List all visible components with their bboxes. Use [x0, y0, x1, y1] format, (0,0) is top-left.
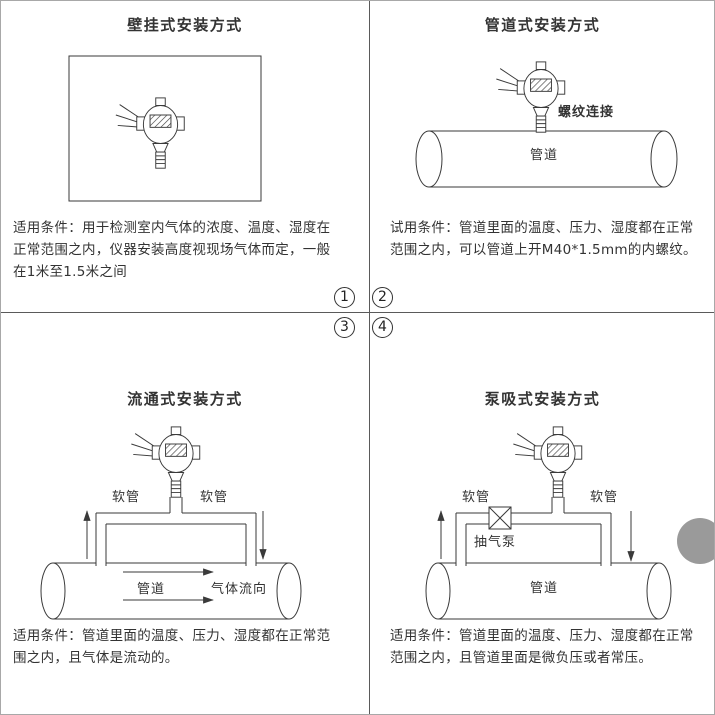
gas-detector-icon [130, 426, 201, 498]
marker-3: 3 [334, 317, 355, 338]
marker-2: 2 [372, 287, 393, 308]
q2-pipe-label: 管道 [530, 148, 559, 163]
q4-hose-right-label: 软管 [590, 490, 619, 505]
pipe-cylinder [415, 130, 678, 188]
q3-hose-right-label: 软管 [200, 490, 229, 505]
q4-description: 适用条件：管道里面的温度、压力、湿度都在正常范围之内，且管道里面是微负压或者常压… [390, 628, 694, 666]
q1-title: 壁挂式安装方式 [127, 16, 243, 34]
q4-title: 泵吸式安装方式 [484, 390, 601, 408]
gas-detector-icon [512, 426, 583, 498]
q3-title: 流通式安装方式 [127, 390, 243, 408]
q1-description: 适用条件：用于检测室内气体的浓度、温度、湿度在正常范围之内，仪器安装高度视现场气… [13, 220, 331, 280]
q4-hose-left-label: 软管 [462, 490, 491, 505]
pump-icon [488, 506, 512, 530]
hose-tubing [95, 497, 257, 566]
vertical-divider [369, 1, 370, 714]
q3-gas-flow-label: 气体流向 [211, 582, 268, 597]
watermark-circle [677, 518, 714, 564]
pipe-cylinder [425, 562, 672, 620]
q3-description: 适用条件：管道里面的温度、压力、湿度都在正常范围之内，且气体是流动的。 [13, 628, 331, 666]
marker-4: 4 [372, 317, 393, 338]
horizontal-divider [1, 312, 714, 313]
q4-pump-label: 抽气泵 [474, 535, 517, 550]
q2-title: 管道式安装方式 [484, 16, 601, 34]
q4-pipe-label: 管道 [530, 581, 559, 596]
q2-description: 试用条件：管道里面的温度、压力、湿度都在正常范围之内，可以管道上开M40*1.5… [390, 220, 697, 258]
q3-pipe-label: 管道 [137, 582, 166, 597]
q3-hose-left-label: 软管 [112, 490, 141, 505]
marker-1: 1 [334, 287, 355, 308]
q2-thread-connection-label: 螺纹连接 [558, 105, 615, 120]
gas-detector-icon [495, 61, 566, 133]
